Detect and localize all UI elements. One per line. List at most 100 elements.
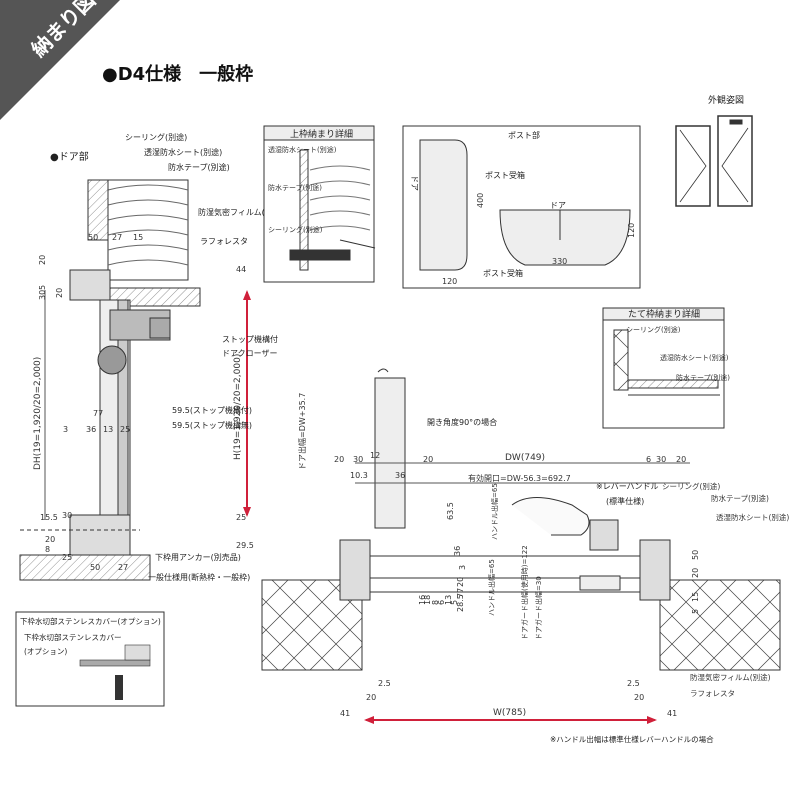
door-vertical-section: ●ドア部 [19,150,251,581]
plan-handle-width: ハンドル出幅=65 [490,483,499,540]
post-receiver-top: ポスト受箱 [485,170,525,180]
inset-title2: 下枠水切部ステンレスカバー [24,632,122,642]
plan-side-label: 防水テープ(別途) [711,493,769,503]
left-dim: 25 [120,425,130,434]
vertical-frame-label: 透湿防水シート(別途) [660,353,729,362]
plan-dim-vertical: 16 [418,595,427,605]
left-dim: 8 [45,545,50,554]
plan-handle-width2: ハンドル出幅=65 [487,559,496,616]
door-section-title: ●ドア部 [50,150,89,163]
plan-dim-top: 30 [656,455,666,464]
plan-dim-right: 20 [691,568,700,578]
post-receiver-bottom: ポスト受箱 [483,268,523,278]
plan-door-guard: ドアガード出幅=30 [534,576,543,640]
plan-dim-vertical: 36 [453,546,462,556]
inset-title3: (オプション) [24,647,67,656]
upper-frame-label: シーリング(別途) [268,225,323,234]
plan-right-labels: シーリング(別途)防水テープ(別途)透湿防水シート(別途)防湿気密フィルム(別途… [662,481,789,698]
left-dim: 13 [103,425,113,434]
left-dim: 5 [38,285,47,290]
plan-open-angle: 開き角度90°の場合 [427,417,497,427]
plan-dim-bottom: 41 [340,709,350,718]
plan-dim-top: 20 [334,455,344,464]
left-dim: 20 [45,535,55,544]
upper-frame-label: 防水テープ(別途) [268,183,322,192]
plan-effective: 有効開口=DW-56.3=692.7 [468,473,571,483]
label-moisture-sheet: 透湿防水シート(別途) [144,147,222,157]
plan-dim-vertical: 6 [437,600,446,605]
plan-dim-right: 15 [691,592,700,602]
vertical-frame-label: 防水テープ(別途) [676,373,730,382]
vertical-frame-label: シーリング(別途) [626,325,681,334]
left-dim: 3 [63,425,68,434]
plan-side-label: ラフォレスタ [690,689,735,698]
plan-dim-vertical: 3 [458,565,467,570]
plan-dim-right: 5 [691,609,700,614]
left-dim: 30 [62,511,72,520]
post-dim-120-right: 120 [627,223,636,238]
plan-side-label: 透湿防水シート(別途) [716,512,789,522]
plan-dim-bottom: 41 [667,709,677,718]
plan-dim-vertical: 18 [423,595,432,605]
label-general-frame: 一般仕様用(断熱枠・一般枠) [148,572,250,582]
plan-dim-right: 50 [691,550,700,560]
post-dim-120-bottom: 120 [442,277,457,286]
label-sealing: シーリング(別途) [125,132,187,142]
post-title: ポスト部 [508,130,540,140]
left-dim: 15.5 [40,513,58,522]
plan-dim-vertical: 20 [456,577,465,587]
plan-dim-vertical: 8 [431,600,440,605]
label-vapor-film: 防湿気密フィルム(別途) [198,207,284,217]
plan-dim-vertical: 77 [456,588,465,598]
exterior-view: 外観姿図 [675,94,753,207]
plan-dim-bottom: 20 [366,693,376,702]
vertical-frame-labels: シーリング(別途) 透湿防水シート(別途) 防水テープ(別途) [626,325,730,382]
label-closer-line1: ストップ機構付 [222,334,278,344]
upper-frame-title: 上枠納まり詳細 [290,128,353,140]
label-h: H(19=1,920/20=2,000) [233,354,243,460]
post-dim-330: 330 [552,257,567,266]
left-dim: 20 [38,255,47,265]
inset-title1: 下枠水切部ステンレスカバー(オプション) [20,616,161,626]
plan-dim-vertical: 28.5 [456,594,465,612]
plan-dim-bottom: 2.5 [378,679,391,688]
left-dim: 50 [90,563,100,572]
left-dim: 77 [93,409,103,418]
label-stop-b: 59.5(ストップ機構無) [172,420,252,430]
plan-footnote: ※ハンドル出幅は標準仕様レバーハンドルの場合 [550,734,714,744]
left-dim: 44 [236,265,246,274]
plan-dim-top: 6 [646,455,651,464]
plan-dim-vertical: 13 [444,595,453,605]
plan-dw: DW(749) [505,453,545,463]
plan-dim-top: 36 [395,471,405,480]
plan-dim-top: 12 [370,451,380,460]
plan-dim-vertical: 5 [450,600,459,605]
left-dim: 50 [88,233,98,242]
post-detail [402,125,641,289]
plan-lever2: (標準仕様) [606,496,644,506]
left-dim: 20 [55,288,64,298]
plan-dim-vertical: 63.5 [446,502,455,520]
label-stop-a: 59.5(ストップ機構付) [172,405,252,415]
label-bottom-anchor: 下枠用アンカー(別売品) [155,552,241,562]
exterior-title: 外観姿図 [708,94,744,106]
post-door: ドア [550,201,566,210]
page-title: ●D4仕様 一般枠 [102,63,253,85]
plan-door-width: ドア出幅=DW+35.7 [297,393,307,470]
post-labels: ポスト部 ポスト受箱 ドア ポスト受箱 ドア 400 120 330 120 [410,130,636,286]
label-closer: ストップ機構付 ドアクローザー [222,334,281,358]
plan-door-guard-use: ドアガード出幅(使用時)=122 [520,545,529,640]
left-dim: 27 [118,563,128,572]
left-dim: 25 [236,513,246,522]
label-dh: DH(19=1,920/20=2,000) [33,357,43,470]
label-closer-line2: ドアクローザー [222,349,277,358]
plan-dim-top: 20 [423,455,433,464]
plan-side-label: シーリング(別途) [662,481,720,491]
left-labels: シーリング(別途) 透湿防水シート(別途) 防水テープ(別途) 防湿気密フィルム… [33,132,284,582]
upper-frame-label: 透湿防水シート(別途) [268,145,337,154]
plan-dim-top: 10.3 [350,471,368,480]
plan-w: W(785) [493,708,526,718]
plan-dim-bottom: 20 [634,693,644,702]
